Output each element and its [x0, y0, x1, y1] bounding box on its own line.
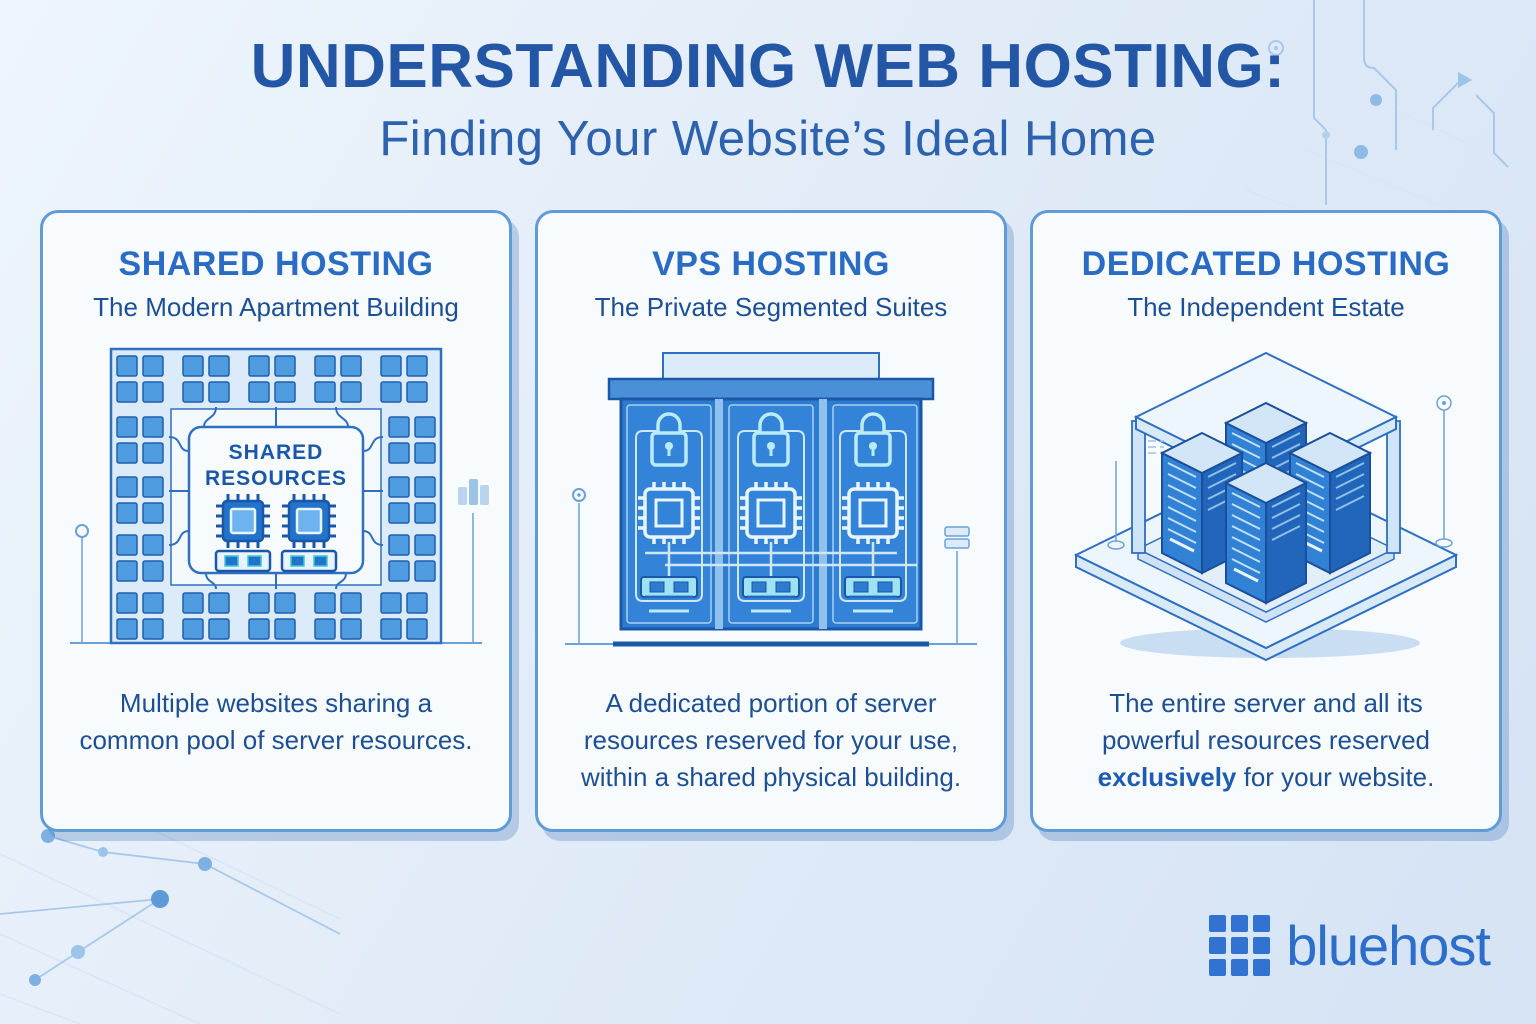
- mini-server-icon: [944, 526, 970, 643]
- card-title-dedicated: DEDICATED HOSTING: [1081, 245, 1451, 283]
- card-description-dedicated: The entire server and all its powerful r…: [1033, 685, 1499, 796]
- shared-hosting-illustration: SHARED RESOURCES: [43, 337, 509, 667]
- card-subtitle-vps: The Private Segmented Suites: [594, 292, 948, 322]
- hosting-cards: SHARED HOSTING The Modern Apartment Buil…: [40, 210, 1502, 832]
- card-shared-hosting: SHARED HOSTING The Modern Apartment Buil…: [40, 210, 512, 832]
- page-footer: bluehost: [1209, 913, 1491, 978]
- apartment-building-icon: SHARED RESOURCES: [70, 347, 489, 645]
- shared-resources-label-line2: RESOURCES: [205, 467, 347, 490]
- suite-frames: [635, 430, 907, 602]
- page-subtitle: Finding Your Website’s Ideal Home: [379, 112, 1157, 167]
- card-subtitle-shared: The Modern Apartment Building: [93, 292, 459, 322]
- bluehost-grid-icon: [1209, 915, 1271, 976]
- card-subtitle-dedicated: The Independent Estate: [1127, 292, 1405, 322]
- shared-resources-label-line1: SHARED: [229, 441, 324, 464]
- description-bold-word: exclusively: [1097, 761, 1237, 792]
- bluehost-wordmark: bluehost: [1286, 914, 1491, 977]
- measure-pin-icon: [572, 488, 586, 643]
- suites-building: [607, 352, 935, 631]
- card-dedicated-hosting: DEDICATED HOSTING The Independent Estate: [1030, 210, 1502, 832]
- card-description-shared: Multiple websites sharing a common pool …: [79, 688, 473, 755]
- ram-module-icon: [640, 576, 902, 600]
- bar-chart-icon: [458, 479, 489, 643]
- apartment-building: SHARED RESOURCES: [109, 347, 443, 645]
- connector-wires: [168, 406, 384, 590]
- cpu-chip-icon: [636, 480, 906, 546]
- segmented-suites-icon: [565, 352, 977, 647]
- card-vps-hosting: VPS HOSTING The Private Segmented Suites: [535, 210, 1007, 832]
- measure-pin-icon: [75, 524, 89, 643]
- shared-resources-panel: SHARED RESOURCES: [187, 425, 365, 575]
- bluehost-logo: bluehost: [1209, 913, 1491, 978]
- dedicated-hosting-illustration: [1033, 337, 1499, 667]
- vps-hosting-illustration: [538, 337, 1004, 667]
- roof-block: [662, 352, 880, 380]
- bus-lines: [645, 542, 917, 577]
- card-description-vps: A dedicated portion of server resources …: [580, 688, 962, 792]
- description-text-after: for your website.: [1236, 761, 1435, 792]
- card-title-shared: SHARED HOSTING: [118, 245, 434, 283]
- page-header: UNDERSTANDING WEB HOSTING: Finding Your …: [0, 34, 1536, 167]
- card-title-vps: VPS HOSTING: [652, 245, 890, 283]
- cornice: [607, 377, 935, 401]
- page-title: UNDERSTANDING WEB HOSTING:: [250, 32, 1286, 101]
- circuit-decoration-bottom-left: [0, 814, 340, 1024]
- measure-pin-icon: [1107, 395, 1453, 550]
- estate-pillars: [1131, 420, 1401, 554]
- server-estate-icon: [1073, 351, 1459, 662]
- description-text-before: The entire server and all its powerful r…: [1101, 688, 1431, 755]
